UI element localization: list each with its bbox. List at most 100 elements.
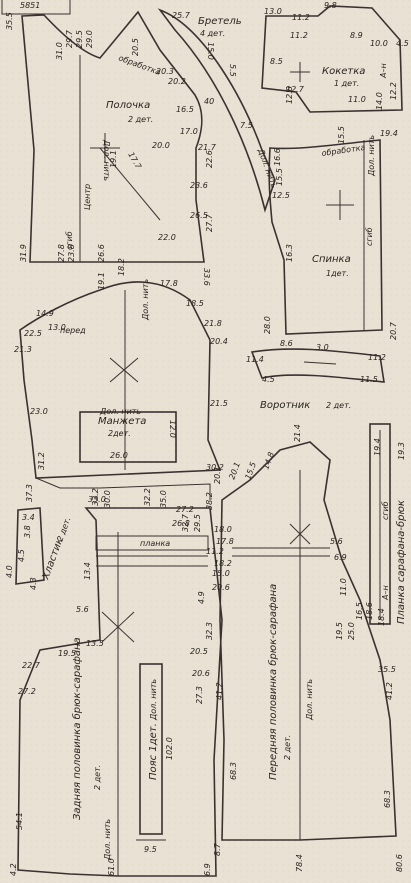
m-klastik-4-5: 4.5 <box>17 549 26 562</box>
m-spinka-16-3: 16.3 <box>285 244 294 262</box>
manzheta-outline <box>79 411 177 463</box>
m-rukav-18-2: 18.2 <box>117 258 126 276</box>
m-polochka-31-0: 31.0 <box>55 42 64 60</box>
sleeve-outline <box>19 281 222 479</box>
piece-vorotnik: Воротник 2 дет. 8.6 3.0 11.4 11.2 4.5 11… <box>246 339 386 411</box>
vorotnik-center-line <box>303 361 337 365</box>
polochka-dart <box>99 147 161 221</box>
m-koketka-14-0: 14.0 <box>375 92 384 110</box>
m-klastik-4-3: 4.3 <box>29 577 38 590</box>
m-planka-19-3: 19.3 <box>397 442 406 460</box>
planka-title: Планка сарафана-брюк <box>395 500 407 624</box>
m-koketka-13-0: 13.0 <box>264 7 282 16</box>
vorotnik-qty: 2 дет. <box>326 401 351 410</box>
m-polochka-22-0: 22.0 <box>158 233 176 242</box>
m-koketka-4-5: 4.5 <box>396 39 409 48</box>
sleeve-grain-label: Дол. нить <box>141 279 150 321</box>
m-rukav-21-3: 21.3 <box>14 345 32 354</box>
m-zadnyaya-27-3: 27.3 <box>195 686 204 704</box>
m-zadnyaya-33-0: 33.0 <box>88 495 106 504</box>
m-bottom-68-3: 68.3 <box>383 790 392 808</box>
m-spinka-16-6: 16.6 <box>273 148 282 166</box>
bretel-outline <box>157 8 276 213</box>
m-manzheta-12-0: 12.0 <box>168 420 177 438</box>
m-pered-41-2: 41.2 <box>385 682 394 700</box>
sleeve-cross-b <box>109 357 139 383</box>
m-pered-6-9: 6.9 <box>334 553 347 562</box>
m-rukav-17-8: 17.8 <box>160 279 178 288</box>
polochka-qty: 2 дет. <box>128 115 153 124</box>
m-polochka-19-1: 19.1 <box>109 150 118 168</box>
m-bretel-25-7: 25.7 <box>172 11 191 20</box>
piece-planka: Планка сарафана-брюк сгиб А–н 19.3 19.4 … <box>355 423 407 626</box>
m-polochka-22-6: 22.6 <box>205 150 214 168</box>
m-koketka-9-8: 9.8 <box>324 1 337 10</box>
m-polochka-27-8: 27.8 <box>57 244 66 262</box>
poyas-title: Пояс 1дет. <box>148 723 159 780</box>
m-koketka-11-2b: 11.2 <box>290 31 308 40</box>
m-koketka-8-9: 8.9 <box>350 31 363 40</box>
m-pered-11-0: 11.0 <box>339 578 348 596</box>
m-lower-35-0: 35.0 <box>159 490 168 508</box>
m-pered-15-0: 15.0 <box>212 569 230 578</box>
koketka-qty: 1 дет. <box>334 79 359 88</box>
piece-poyas: Пояс 1дет. Дол. нить 102.0 9.5 <box>136 663 174 854</box>
manzheta-grain-label: Дол. нить <box>99 407 141 416</box>
m-planka-18-4: 18.4 <box>377 608 386 626</box>
polochka-center-label: Центр <box>83 184 92 210</box>
klastik-outline <box>15 507 45 585</box>
m-spinka-15-5a: 15.5 <box>337 126 346 144</box>
m-koketka-10-0: 10.0 <box>370 39 388 48</box>
m-zadnyaya-4-9: 4.9 <box>197 591 206 604</box>
m-bottom-8-7: 8.7 <box>213 842 222 856</box>
m-polochka-31-9: 31.9 <box>19 244 28 262</box>
m-planka-19-4: 19.4 <box>373 438 382 456</box>
spinka-title: Спинка <box>312 254 351 265</box>
m-zadnyaya-20-5: 20.5 <box>190 647 208 656</box>
manzheta-qty: 2дет. <box>108 429 131 438</box>
sheet-number: 5851 <box>20 1 40 10</box>
bottom-measurements: 61.0 6.9 4.2 80.6 8.7 68.3 <box>9 790 404 876</box>
zadnyaya-outline <box>17 507 223 877</box>
m-rukav-18-5: 18.5 <box>186 299 204 308</box>
m-koketka-12-2: 12.2 <box>389 82 398 100</box>
perednyaya-qty: 2 дет. <box>283 735 292 760</box>
m-polochka-23-6: 23.6 <box>190 181 208 190</box>
m-rukav-21-5: 21.5 <box>210 399 228 408</box>
m-pered-78-4: 78.4 <box>295 854 304 872</box>
m-zadnyaya-22-7: 22.7 <box>22 661 41 670</box>
m-zadnyaya-32-3: 32.3 <box>205 622 214 640</box>
m-pered-25-0: 25.0 <box>347 622 356 640</box>
m-klastik-4-0: 4.0 <box>5 565 14 578</box>
m-spinka-20-7: 20.7 <box>389 321 398 340</box>
m-polochka-23-8: 23.8 <box>67 244 76 262</box>
m-rukav-23-0: 23.0 <box>30 407 48 416</box>
m-manzheta-26-0: 26.0 <box>110 451 128 460</box>
m-polochka-35-5: 35.5 <box>5 12 14 30</box>
m-zadnyaya-32-7: 32.7 <box>181 513 190 532</box>
polochka-fold-label: сгиб <box>65 231 74 250</box>
m-zadnyaya-27-2b: 27.2 <box>176 505 194 514</box>
koketka-an-label: А–н <box>379 63 388 79</box>
m-polochka-29-7: 29.7 <box>65 29 74 48</box>
zadnyaya-qty: 2 дет. <box>93 765 102 790</box>
perednyaya-title: Передняя половинка брюк-сарафана <box>267 584 279 780</box>
sleeve-front-label: перед <box>60 326 86 335</box>
zadnyaya-planka-box <box>95 535 209 551</box>
m-pered-11-2: 11.2 <box>206 547 224 556</box>
m-poyas-102-0: 102.0 <box>165 737 174 760</box>
piece-koketka: Кокетка 1 дет. 13.0 11.2 11.2 8.5 9.8 8.… <box>261 1 409 113</box>
m-spinka-19-4: 19.4 <box>380 129 398 138</box>
m-rukav-20-4: 20.4 <box>210 337 228 346</box>
m-zadnyaya-26-8: 26.8 <box>172 519 190 528</box>
m-lower-32-2: 32.2 <box>143 488 152 506</box>
m-bottom-6-9: 6.9 <box>203 863 212 876</box>
spinka-outline <box>268 139 383 335</box>
m-rukav-19-1: 19.1 <box>97 272 106 290</box>
m-bretel-5-5: 5.5 <box>228 64 237 77</box>
m-lower-33-2: 33.2 <box>91 488 100 506</box>
m-rukav-14-9: 14.9 <box>36 309 54 318</box>
m-pered-35-5: 35.5 <box>378 665 396 674</box>
koketka-title: Кокетка <box>322 66 365 77</box>
